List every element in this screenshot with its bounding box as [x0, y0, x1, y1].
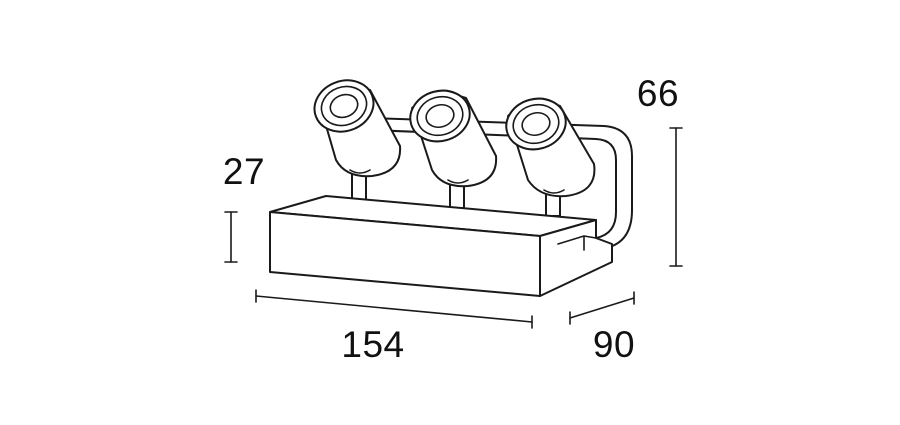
dimension-label-154: 154: [341, 324, 404, 365]
base-box: [269, 195, 613, 297]
spotlight-right: [505, 97, 596, 217]
dimension-base-height: 27: [223, 151, 265, 263]
spotlight-middle: [409, 89, 498, 209]
dimension-label-90: 90: [593, 324, 635, 365]
dimension-length: 154: [255, 289, 533, 365]
spotlight-left: [313, 79, 402, 201]
dimension-depth: 90: [569, 291, 635, 365]
dimension-overall-height: 66: [637, 73, 683, 267]
dimension-label-27: 27: [223, 151, 265, 192]
dimension-label-66: 66: [637, 73, 679, 114]
